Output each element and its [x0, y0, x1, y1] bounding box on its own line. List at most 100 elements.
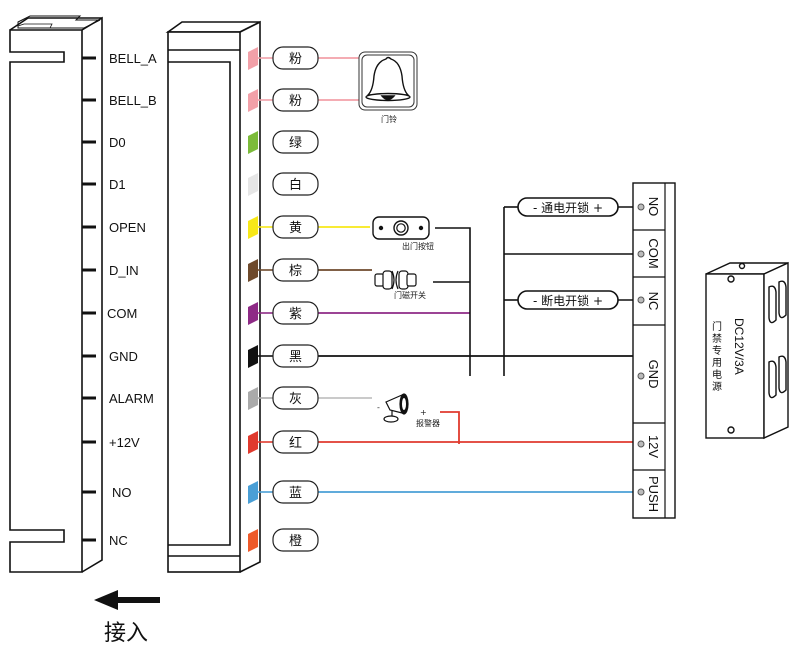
wire-color-tab — [248, 529, 258, 552]
wire-color-label: 绿 — [289, 136, 302, 151]
pin-label: COM — [107, 306, 137, 321]
terminal-label: NC — [646, 292, 661, 311]
exit-button-label: 出门按钮 — [402, 241, 434, 251]
terminal-screw-icon — [637, 296, 645, 304]
alarm-plus-label: + — [420, 408, 427, 417]
terminal-no: NO — [637, 197, 661, 217]
wire-row: 粉 — [248, 46, 360, 70]
wire-color-tab — [248, 481, 258, 504]
ground-bus — [503, 206, 638, 376]
psu-name-char: 禁 — [712, 333, 722, 345]
psu-rating: DC12V/3A — [732, 318, 746, 375]
psu-name-char: 源 — [712, 380, 722, 393]
lock-power-on-label: - 通电开锁 + — [533, 200, 603, 215]
pin-label: OPEN — [109, 220, 146, 235]
wire-row: 白 — [248, 172, 319, 196]
wire-pill — [272, 480, 319, 504]
pin-label: GND — [109, 349, 138, 364]
doorbell-device: 门铃 — [358, 51, 418, 124]
lock-power-on: - 通电开锁 + — [517, 197, 638, 217]
pin-label: D1 — [109, 177, 126, 192]
terminal-nc: NC — [633, 276, 665, 311]
wire-color-label: 灰 — [289, 392, 302, 407]
wire-row: 蓝 — [248, 480, 638, 504]
wire-row: 紫 — [248, 301, 470, 325]
wire-row: 黄 — [248, 215, 370, 239]
controller-connector — [9, 15, 103, 573]
wire-color-tab — [248, 431, 258, 454]
exit-button-device: 出门按钮 — [372, 216, 471, 376]
alarm-minus-label: - — [377, 403, 380, 412]
wire-row: 红 — [248, 430, 638, 454]
cable-housing — [165, 20, 261, 573]
wire-color-label: 粉 — [289, 52, 302, 67]
wire-color-label: 橙 — [289, 534, 302, 549]
terminal-screw-icon — [637, 488, 645, 496]
alarm-label: 报警器 — [416, 418, 440, 428]
psu-name-char: 专 — [712, 344, 722, 357]
terminal-12v: 12V — [633, 422, 665, 458]
terminal-list: NO COM NC GND 12V PUSH — [633, 197, 665, 512]
terminal-screw-icon — [637, 250, 645, 258]
arrow-left-icon — [94, 590, 160, 610]
pin-label: ALARM — [109, 391, 154, 406]
psu-name-char: 用 — [712, 358, 722, 369]
wire-color-label: 蓝 — [289, 486, 302, 501]
wire-row: 橙 — [248, 528, 319, 552]
terminal-screw-icon — [637, 372, 645, 380]
wire-row: 粉 — [248, 88, 360, 112]
pin-label: +12V — [109, 435, 140, 450]
wire-color-label: 黄 — [289, 221, 302, 236]
wire-pill — [272, 344, 319, 368]
terminal-label: PUSH — [646, 476, 661, 512]
door-sensor-device: 门磁开关 — [374, 270, 470, 300]
wire-color-tab — [248, 345, 258, 368]
terminal-label: COM — [646, 238, 661, 268]
wire-color-label: 棕 — [289, 264, 302, 279]
controller-pin-ticks — [82, 56, 96, 542]
pin-label: D0 — [109, 135, 126, 150]
pin-label: BELL_A — [109, 51, 157, 66]
wire-pill — [272, 215, 319, 239]
door-sensor-label: 门磁开关 — [394, 290, 426, 300]
wire-color-tab — [248, 302, 258, 325]
wire-pill — [272, 430, 319, 454]
wire-color-tab — [248, 173, 258, 196]
psu-name-char: 门 — [712, 320, 722, 333]
terminal-block — [632, 182, 676, 519]
wire-pill — [272, 46, 319, 70]
wire-color-tab — [248, 259, 258, 282]
wire-pill — [272, 528, 319, 552]
siren-icon — [383, 393, 409, 423]
pin-label: NO — [112, 485, 132, 500]
terminal-label: NO — [646, 197, 661, 217]
terminal-screw-icon — [637, 440, 645, 448]
lock-power-off-label: - 断电开锁 + — [533, 293, 603, 308]
wire-color-label: 紫 — [289, 307, 302, 322]
wire-pill — [272, 386, 319, 410]
terminal-com: COM — [633, 229, 665, 269]
alarm-device: - + 报警器 — [377, 393, 460, 444]
pin-label: NC — [109, 533, 128, 548]
doorbell-label: 门铃 — [381, 114, 397, 124]
terminal-gnd: GND — [633, 324, 665, 388]
wire-color-label: 黑 — [289, 350, 302, 365]
wire-color-label: 红 — [289, 435, 302, 451]
wire-row: 绿 — [248, 130, 319, 154]
wire-pill — [272, 130, 319, 154]
terminal-screw-icon — [637, 203, 645, 211]
wire-color-label: 白 — [289, 177, 302, 193]
wire-row: 灰 — [248, 386, 372, 410]
wire-row: 棕 — [248, 258, 372, 282]
wire-color-tab — [248, 131, 258, 154]
psu-name-char: 电 — [712, 368, 722, 381]
arrow-label: 接入 — [104, 621, 148, 646]
wire-row: 黑 — [248, 344, 638, 368]
wire-color-tab — [248, 216, 258, 239]
wire-pill — [272, 258, 319, 282]
terminal-push: PUSH — [633, 469, 665, 512]
wire-pill — [272, 88, 319, 112]
wire-color-tab — [248, 387, 258, 410]
bell-icon — [365, 56, 411, 102]
